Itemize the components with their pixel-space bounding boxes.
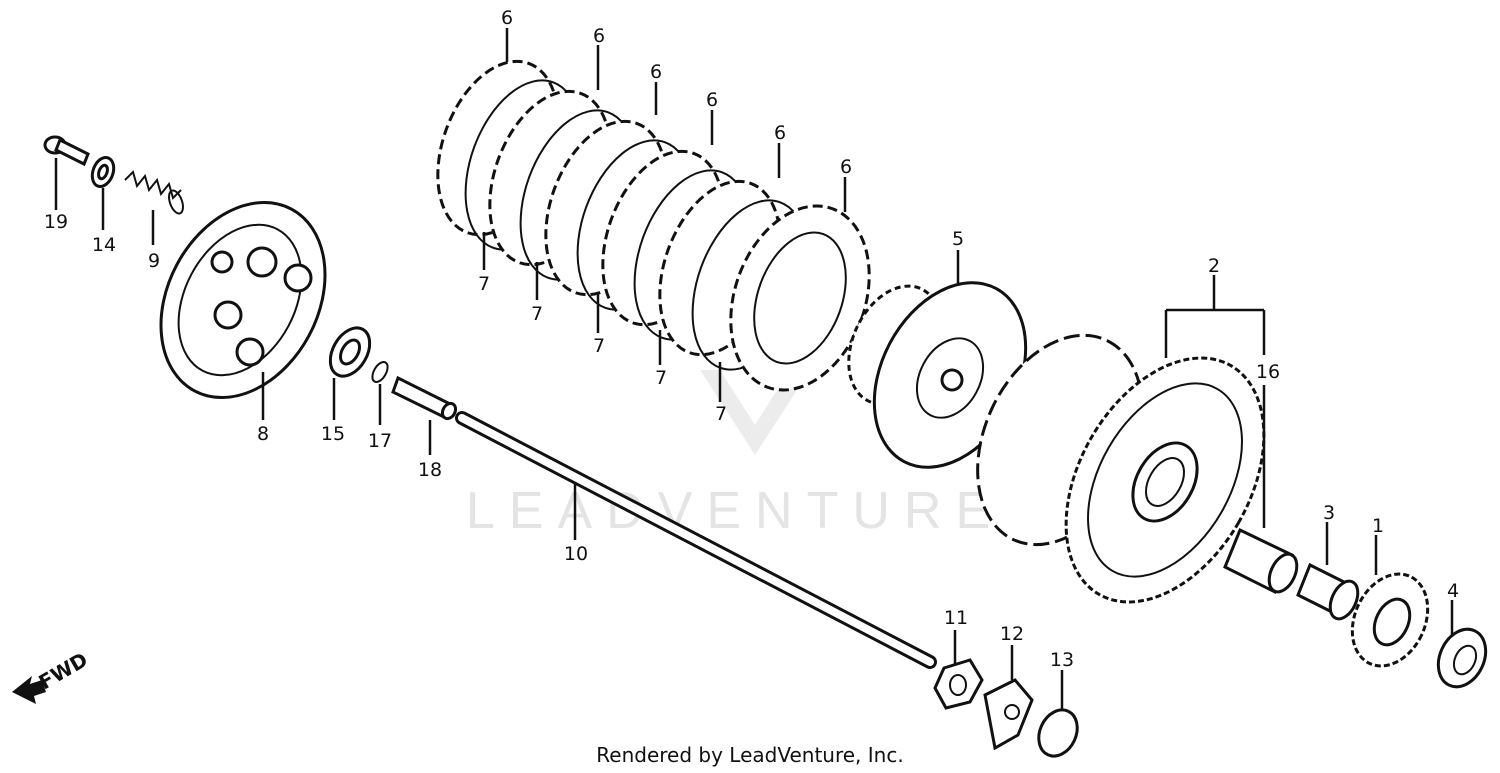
render-credit: Rendered by LeadVenture, Inc. [596, 743, 903, 767]
part-bearing [328, 326, 372, 378]
callout-14: 13 [1050, 649, 1074, 671]
callout-15: 14 [92, 234, 116, 256]
part-pressure-plate [159, 200, 327, 400]
callout-16: 15 [321, 423, 345, 445]
fwd-indicator: FWD [12, 647, 92, 704]
callout-2: 2 [1208, 255, 1220, 277]
clutch-plate-stack [436, 59, 871, 392]
callout-7: 7 [531, 303, 543, 325]
part-clutch-outer [976, 333, 1266, 604]
callout-6: 6 [706, 89, 718, 111]
callout-6: 6 [501, 7, 513, 29]
part-drive-gear [1350, 572, 1430, 668]
watermark-text: LEADVENTURE [466, 482, 1004, 540]
part-lock-nut [933, 658, 984, 710]
callout-3: 3 [1323, 502, 1335, 524]
part-washer [90, 155, 116, 189]
callout-17: 16 [1256, 361, 1280, 383]
callout-12: 11 [944, 607, 968, 629]
callout-18: 17 [368, 430, 392, 452]
callout-13: 12 [1000, 623, 1024, 645]
leader-lines [54, 28, 1454, 710]
callout-7: 7 [478, 273, 490, 295]
callout-11: 10 [564, 543, 588, 565]
part-spring [124, 170, 184, 215]
callout-7: 7 [593, 335, 605, 357]
part-bolt [43, 135, 90, 167]
callout-labels: 6 6 6 6 6 6 7 7 7 7 7 5 2 16 3 1 4 19 14… [44, 7, 1459, 671]
callout-6: 6 [774, 122, 786, 144]
fwd-text: FWD [35, 647, 92, 694]
part-lock-washer [983, 678, 1034, 751]
part-lifter-rod [455, 411, 937, 669]
part-washer-14 [1037, 708, 1079, 758]
callout-6: 6 [650, 61, 662, 83]
callout-6: 6 [593, 25, 605, 47]
callout-9: 18 [418, 459, 442, 481]
callout-19: 19 [44, 211, 68, 233]
part-collar [1296, 562, 1360, 621]
part-needle-bearing [1223, 527, 1299, 595]
callout-4: 4 [1447, 580, 1459, 602]
callout-7: 7 [655, 367, 667, 389]
part-snap-ring [371, 361, 389, 383]
callout-1: 1 [1372, 515, 1384, 537]
callout-10: 9 [148, 250, 160, 272]
part-cap [1436, 627, 1488, 689]
fwd-arrow-icon [12, 676, 46, 704]
callout-6: 6 [840, 156, 852, 178]
callout-7: 7 [715, 403, 727, 425]
callout-5: 5 [952, 228, 964, 250]
callout-8: 8 [257, 423, 269, 445]
part-lifter-piece [391, 375, 458, 421]
